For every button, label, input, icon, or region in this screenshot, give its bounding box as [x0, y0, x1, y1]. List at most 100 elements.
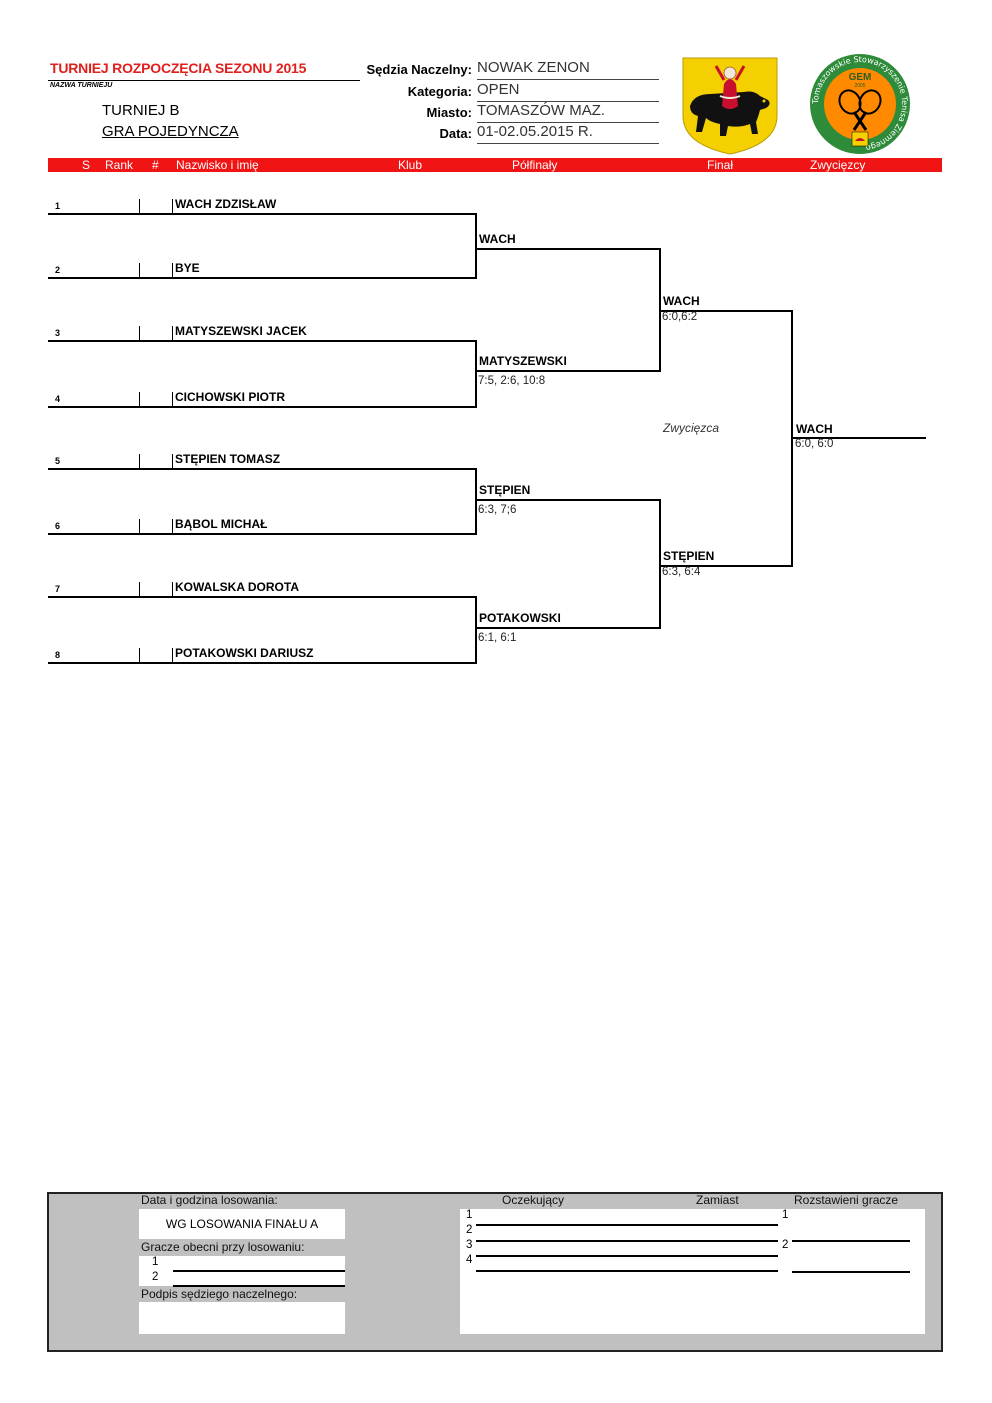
- player-seed: 5: [55, 456, 61, 466]
- seeded-label: Rozstawieni gracze: [794, 1193, 899, 1207]
- player-line: [48, 277, 477, 279]
- col-club: Klub: [398, 158, 423, 172]
- round1-score: 7:5, 2:6, 10:8: [478, 375, 546, 387]
- rank-separator: [139, 326, 140, 340]
- club-logo-icon: Tomaszowskie Stowarzyszenie Tenisa Ziemn…: [810, 54, 910, 154]
- draw-date-label: Data i godzina losowania:: [141, 1193, 278, 1207]
- event-type: GRA POJEDYNCZA: [102, 123, 239, 140]
- match-connector: [475, 596, 477, 664]
- col-number: #: [152, 158, 159, 172]
- present-line-2: [173, 1285, 345, 1287]
- semifinal-connector: [659, 499, 661, 629]
- col-name: Nazwisko i imię: [176, 158, 259, 172]
- player-seed: 6: [55, 521, 61, 531]
- round1-winner-line: [476, 248, 661, 250]
- player-seed: 8: [55, 650, 61, 660]
- round1-winner-name: STĘPIEN: [479, 483, 531, 497]
- column-header-bar: S Rank # Nazwisko i imię Klub Półfinały …: [48, 158, 942, 172]
- waiting-number-1: 1: [466, 1209, 473, 1221]
- name-separator: [172, 199, 173, 213]
- semifinal-winner-name: STĘPIEN: [663, 549, 715, 563]
- semifinal-score: 6:3, 6:4: [662, 566, 701, 578]
- rank-separator: [139, 519, 140, 533]
- col-semifinals: Półfinały: [512, 158, 558, 172]
- draw-date-box: WG LOSOWANIA FINAŁU A: [139, 1209, 345, 1239]
- rank-separator: [139, 263, 140, 277]
- player-name: BĄBOL MICHAŁ: [175, 517, 268, 531]
- seeded-line-2: [792, 1271, 910, 1273]
- col-rank: Rank: [105, 158, 134, 172]
- player-seed: 7: [55, 584, 61, 594]
- match-connector: [475, 340, 477, 408]
- rank-separator: [139, 582, 140, 596]
- col-final: Finał: [707, 158, 734, 172]
- name-separator: [172, 392, 173, 406]
- rank-separator: [139, 454, 140, 468]
- player-line: [48, 662, 477, 664]
- present-players-box: 1 2: [139, 1256, 345, 1287]
- player-name: KOWALSKA DOROTA: [175, 580, 299, 594]
- round1-winner-line: [476, 627, 661, 629]
- round1-winner-line: [476, 499, 661, 501]
- present-number-1: 1: [152, 1256, 159, 1268]
- waiting-line-2: [476, 1240, 778, 1242]
- name-separator: [172, 582, 173, 596]
- champion-caption: Zwycięzca: [663, 421, 720, 435]
- present-line-1: [173, 1270, 345, 1272]
- player-name: POTAKOWSKI DARIUSZ: [175, 646, 314, 660]
- name-separator: [172, 454, 173, 468]
- tournament-title: TURNIEJ ROZPOCZĘCIA SEZONU 2015: [50, 60, 307, 76]
- player-seed: 2: [55, 265, 61, 275]
- semifinal-winner-name: WACH: [663, 294, 700, 308]
- player-line: [48, 596, 477, 598]
- round1-winner-name: MATYSZEWSKI: [479, 354, 567, 368]
- player-name: BYE: [175, 261, 200, 275]
- seeded-number-2: 2: [782, 1239, 789, 1251]
- round1-winner-name: WACH: [479, 232, 516, 246]
- referee-value: NOWAK ZENON: [477, 59, 659, 80]
- name-separator: [172, 648, 173, 662]
- player-line: [48, 533, 477, 535]
- waiting-label: Oczekujący: [502, 1193, 565, 1207]
- signature-label: Podpis sędziego naczelnego:: [141, 1287, 298, 1301]
- final-winner-line: [792, 437, 926, 439]
- player-name: MATYSZEWSKI JACEK: [175, 324, 307, 338]
- city-coat-of-arms-icon: [682, 57, 778, 155]
- club-logo-year: 2005: [854, 83, 865, 89]
- player-line: [48, 340, 477, 342]
- semifinal-score: 6:0,6:2: [662, 311, 698, 323]
- semifinal-winner-line: [660, 310, 793, 312]
- player-seed: 1: [55, 201, 61, 211]
- date-label: Data:: [439, 126, 472, 141]
- player-line: [48, 213, 477, 215]
- category-value: OPEN: [477, 81, 659, 102]
- col-seed: S: [82, 158, 91, 172]
- rank-separator: [139, 199, 140, 213]
- waiting-line-1: [476, 1224, 778, 1226]
- name-separator: [172, 263, 173, 277]
- category-label: Kategoria:: [407, 84, 472, 99]
- present-number-2: 2: [152, 1271, 159, 1283]
- signature-box: [139, 1302, 345, 1334]
- waiting-number-3: 3: [466, 1239, 473, 1251]
- player-line: [48, 468, 477, 470]
- waiting-number-4: 4: [466, 1254, 473, 1266]
- waiting-line-4: [476, 1270, 778, 1272]
- club-logo-text: GEM: [849, 72, 872, 83]
- round1-score: 6:3, 7;6: [478, 504, 517, 516]
- tournament-subtitle: TURNIEJ B: [102, 102, 180, 119]
- final-score: 6:0, 6:0: [795, 438, 834, 450]
- instead-label: Zamiast: [696, 1193, 739, 1207]
- round1-score: 6:1, 6:1: [478, 632, 517, 644]
- referee-label: Sędzia Naczelny:: [366, 62, 473, 77]
- player-line: [48, 406, 477, 408]
- tournament-title-caption: NAZWA TURNIEJU: [50, 82, 113, 89]
- waiting-list-box: 1 2 3 4 1 2: [460, 1209, 925, 1334]
- draw-date-value: WG LOSOWANIA FINAŁU A: [165, 1217, 319, 1231]
- player-name: STĘPIEN TOMASZ: [175, 452, 281, 466]
- waiting-line-3: [476, 1255, 778, 1257]
- player-seed: 3: [55, 328, 61, 338]
- name-separator: [172, 519, 173, 533]
- semifinal-winner-line: [660, 565, 793, 567]
- rank-separator: [139, 648, 140, 662]
